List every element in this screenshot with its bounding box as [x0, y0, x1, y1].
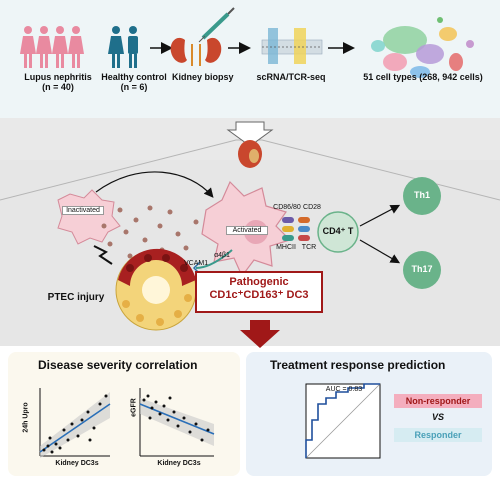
pathogenic-line1: Pathogenic [229, 276, 289, 288]
upro-ylabel: 24h Upro [22, 402, 30, 433]
cell-type-umap-icon [371, 17, 474, 78]
cd4-label: CD4⁺ T [322, 226, 354, 236]
pathogenic-box [195, 271, 323, 313]
ptec-tubule [115, 248, 197, 331]
ptec-label: PTEC injury [47, 292, 105, 303]
cd28-label: CD28 [303, 204, 321, 211]
pathogenic-line2: CD1c⁺CD163⁺ DC3 [209, 289, 309, 301]
arrow-th17 [359, 239, 401, 264]
lupus-n: (n = 40) [42, 82, 74, 92]
women-figures-icon [20, 26, 84, 68]
down-arrow-icon [240, 320, 280, 348]
integrin-link [195, 249, 233, 269]
vs-label: VS [431, 412, 444, 422]
mhcii-label: MHCII [276, 244, 296, 251]
upro-xlabel: Kidney DC3s [55, 460, 99, 467]
vcam1-label: VCAM1 [184, 260, 209, 267]
responder-label: Responder [394, 428, 482, 442]
egfr-xlabel: Kidney DC3s [157, 460, 201, 467]
pathogenic-label: Pathogenic CD1c⁺CD163⁺ DC3 [198, 276, 320, 301]
response-title: Treatment response prediction [270, 358, 446, 372]
study-design-panel [0, 0, 500, 118]
healthy-label: Healthy control [101, 72, 167, 82]
healthy-n: (n = 6) [120, 82, 148, 92]
th1-cell [403, 177, 441, 215]
tcr-label: TCR [301, 244, 317, 251]
nonresponder-label: Non-responder [394, 394, 482, 408]
scatter-plot-egfr [139, 388, 215, 457]
lupus-label: Lupus nephritis [24, 72, 92, 82]
cohort-healthy-label: Healthy control (n = 6) [100, 72, 168, 92]
cohort-lupus-label: Lupus nephritis (n = 40) [14, 72, 102, 92]
cd86-label: CD86/80 [273, 204, 301, 211]
sequencing-chip-icon [261, 28, 323, 64]
receptor-pairs-icon [282, 217, 310, 241]
injury-bolt-icon [93, 245, 113, 265]
cd4-t-cell [317, 211, 359, 253]
healthy-figures-icon [108, 26, 138, 68]
a4b1-label: α4β1 [214, 252, 230, 259]
seq-label: scRNA/TCR-seq [256, 72, 326, 82]
activation-arrow [95, 171, 214, 198]
egfr-ylabel: eGFR [130, 398, 138, 417]
arrow-th1 [359, 204, 401, 227]
inactivated-label: Inactivated [62, 206, 104, 215]
severity-panel [8, 352, 240, 476]
auc-label: AUC = 0.83 [325, 386, 363, 393]
activated-label: Activated [226, 226, 268, 235]
th17-label: Th17 [411, 264, 433, 274]
inactivated-dc-cell [57, 189, 121, 245]
severity-title: Disease severity correlation [38, 358, 198, 372]
cytokine-dots [101, 205, 199, 259]
kidney-icon [238, 140, 262, 168]
th17-cell [403, 251, 441, 289]
zoom-down-arrow-icon [226, 121, 274, 147]
roc-curve-plot [305, 383, 381, 459]
kidney-biopsy-icon [170, 7, 235, 66]
th1-label: Th1 [413, 190, 430, 200]
result-label: 51 cell types (268, 942 cells) [363, 72, 483, 82]
scatter-plot-upro [39, 388, 111, 458]
biopsy-label: Kidney biopsy [172, 72, 234, 82]
